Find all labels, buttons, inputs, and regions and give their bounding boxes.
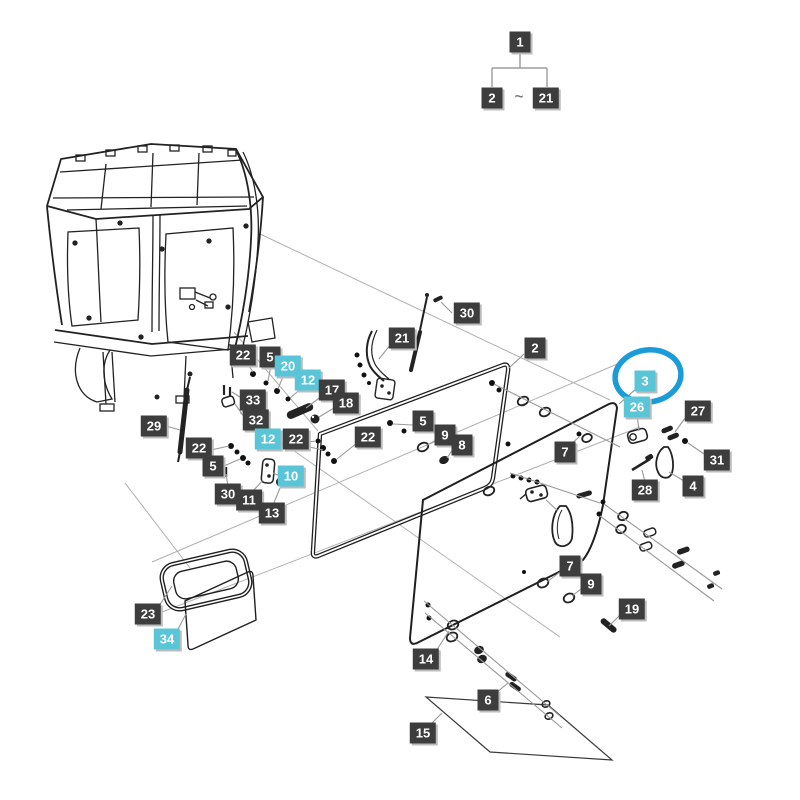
part-label-7-27[interactable]: 7	[554, 441, 576, 463]
part-label-31-24[interactable]: 31	[703, 449, 731, 471]
part-label-10-30[interactable]: 10	[277, 465, 305, 487]
part-label-22-6[interactable]: 22	[229, 344, 257, 366]
gas-strut-30	[409, 293, 443, 372]
gas-strut-29	[154, 371, 193, 463]
part-label-5-18[interactable]: 5	[412, 410, 434, 432]
part-label-23-39[interactable]: 23	[134, 603, 162, 625]
part-label-34-40[interactable]: 34	[153, 628, 181, 650]
pins-33-bushing-32	[221, 385, 236, 408]
fasteners	[228, 352, 721, 721]
part-label-8-20[interactable]: 8	[451, 434, 473, 456]
part-label-1-0[interactable]: 1	[509, 31, 531, 53]
part-label-28-25[interactable]: 28	[631, 479, 659, 501]
part-label-3-21[interactable]: 3	[634, 370, 656, 392]
part-label-9-19[interactable]: 9	[434, 424, 456, 446]
part-label-22-16[interactable]: 22	[282, 428, 310, 450]
part-label-13-33[interactable]: 13	[258, 502, 286, 524]
part-label-19-36[interactable]: 19	[618, 598, 646, 620]
part-label-12-15[interactable]: 12	[254, 428, 282, 450]
latch-handle-17-18	[286, 403, 320, 424]
part-label-7-34[interactable]: 7	[559, 555, 581, 577]
part-label-30-31[interactable]: 30	[214, 483, 242, 505]
hinge-parts	[519, 425, 688, 548]
part-label-21-2[interactable]: 21	[532, 87, 560, 109]
tree-connectors	[491, 53, 548, 87]
part-label-2-5[interactable]: 2	[524, 337, 546, 359]
part-label-29-14[interactable]: 29	[140, 415, 168, 437]
part-label-22-28[interactable]: 22	[185, 437, 213, 459]
part-label-32-13[interactable]: 32	[242, 409, 270, 431]
lower-glass-15	[424, 696, 614, 761]
part-label-11-32[interactable]: 11	[236, 489, 262, 511]
part-label-22-17[interactable]: 22	[354, 426, 382, 448]
part-label-20-8[interactable]: 20	[274, 355, 302, 377]
door-frame-part	[310, 362, 511, 559]
part-label-27-23[interactable]: 27	[684, 400, 712, 422]
part-label-4-26[interactable]: 4	[682, 475, 704, 497]
leader-lines	[158, 301, 723, 729]
part-label-9-35[interactable]: 9	[580, 573, 602, 595]
part-label-5-29[interactable]: 5	[202, 455, 224, 477]
part-label-15-41[interactable]: 15	[409, 722, 437, 744]
grab-handle-21	[365, 329, 396, 401]
part-label-30-3[interactable]: 30	[453, 302, 481, 324]
part-label-33-12[interactable]: 33	[239, 389, 267, 411]
bracket-11-cap-13	[224, 458, 287, 487]
part-label-6-38[interactable]: 6	[477, 689, 499, 711]
part-label-2-1[interactable]: 2	[481, 87, 503, 109]
highlight-circle	[612, 347, 684, 405]
part-label-26-22[interactable]: 26	[623, 396, 651, 418]
cab-frame-drawing	[45, 143, 276, 412]
part-label-18-11[interactable]: 18	[332, 392, 360, 414]
part-label-14-37[interactable]: 14	[412, 648, 440, 670]
part-label-21-4[interactable]: 21	[388, 327, 416, 349]
part-label-12-9[interactable]: 12	[294, 369, 322, 391]
handle-recess-23-34	[159, 548, 257, 651]
